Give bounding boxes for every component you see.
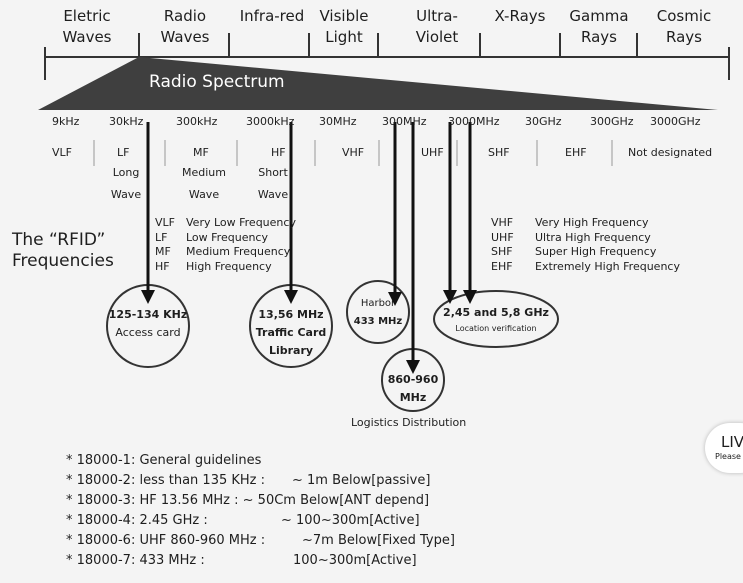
standard-row: * 18000-1: General guidelines bbox=[66, 453, 262, 468]
band-label: X-Rays bbox=[494, 7, 546, 25]
band-label: Ultra- bbox=[416, 7, 458, 25]
band-label: Rays bbox=[666, 28, 702, 46]
standard-row: * 18000-7: 433 MHz :100~300m[Active] bbox=[66, 553, 417, 568]
sub-label: Wave bbox=[257, 188, 289, 201]
freq-label: 30kHz bbox=[109, 115, 144, 128]
band-visible-light: Visible Light bbox=[312, 6, 376, 48]
arrow-heads bbox=[141, 290, 477, 374]
sub-label: Medium bbox=[182, 166, 226, 179]
band-label: Light bbox=[325, 28, 363, 46]
band-infra-red: Infra-red bbox=[232, 6, 312, 27]
circle-line: Traffic Card bbox=[255, 326, 327, 339]
band-label: Waves bbox=[160, 28, 210, 46]
class-vhf: VHF bbox=[342, 146, 365, 159]
freq-label: 300MHz bbox=[382, 115, 427, 128]
freq-label: 30MHz bbox=[319, 115, 357, 128]
freq-label: 9kHz bbox=[52, 115, 80, 128]
standards-list: * 18000-1: General guidelines * 18000-2:… bbox=[66, 451, 455, 571]
spectrum-title: Radio Spectrum bbox=[149, 72, 285, 92]
circle-harbor-text: Harbor 433 MHz bbox=[348, 295, 408, 331]
axis-ticks bbox=[44, 33, 730, 80]
circle-line: 13,56 MHz bbox=[258, 308, 324, 321]
band-label: Cosmic bbox=[656, 7, 712, 25]
mf-subtitle: Medium Wave bbox=[174, 162, 234, 206]
circle-line: Access card bbox=[115, 326, 181, 339]
class-uhf: UHF bbox=[421, 146, 444, 159]
ellipse-ghz bbox=[433, 290, 559, 348]
class-shf: SHF bbox=[488, 146, 510, 159]
logistics-label: Logistics Distribution bbox=[351, 416, 467, 429]
band-label: Violet bbox=[415, 28, 459, 46]
band-gamma-rays: Gamma Rays bbox=[562, 6, 636, 48]
frequency-arrows bbox=[146, 122, 472, 362]
live-badge-title: LIV bbox=[721, 433, 743, 451]
rfid-title-line: The “RFID” bbox=[12, 230, 106, 250]
circle-line: 125-134 KHz bbox=[108, 308, 188, 321]
circle-line: Location verification bbox=[455, 324, 537, 333]
freq-label: 3000MHz bbox=[448, 115, 500, 128]
band-label: Waves bbox=[62, 28, 112, 46]
sub-label: Short bbox=[258, 166, 288, 179]
class-ehf: EHF bbox=[565, 146, 587, 159]
band-label: Radio bbox=[163, 7, 207, 25]
class-lf: LF bbox=[117, 146, 130, 159]
standard-row: * 18000-6: UHF 860-960 MHz :~7m Below[Fi… bbox=[66, 533, 455, 548]
circle-line: Harbor bbox=[360, 298, 396, 309]
band-label: Eletric bbox=[63, 7, 111, 25]
lf-subtitle: Long Wave bbox=[104, 162, 148, 206]
sub-label: Long bbox=[112, 166, 140, 179]
band-radio-waves: Radio Waves bbox=[148, 6, 222, 48]
band-label: Infra-red bbox=[239, 7, 305, 25]
radio-spectrum-wedge bbox=[38, 57, 718, 110]
band-ultra-violet: Ultra- Violet bbox=[398, 6, 476, 48]
class-mf: MF bbox=[193, 146, 209, 159]
live-badge[interactable]: LIV Please bbox=[705, 423, 743, 473]
circle-lf-text: 125-134 KHz Access card bbox=[103, 306, 193, 342]
sub-label: Wave bbox=[110, 188, 142, 201]
sub-label: Wave bbox=[188, 188, 220, 201]
band-label: Rays bbox=[581, 28, 617, 46]
standard-row: * 18000-2: less than 135 KHz :~ 1m Below… bbox=[66, 473, 431, 488]
circle-line: Library bbox=[268, 344, 314, 357]
ellipse-ghz-text: 2,45 and 5,8 GHz Location verification bbox=[436, 305, 556, 337]
circle-line: 433 MHz bbox=[353, 316, 403, 327]
circle-line: 2,45 and 5,8 GHz bbox=[443, 306, 549, 319]
freq-label: 30GHz bbox=[525, 115, 562, 128]
circle-line: 860-960 bbox=[387, 373, 439, 386]
rfid-title: The “RFID” Frequencies bbox=[12, 230, 114, 272]
freq-label: 300GHz bbox=[590, 115, 634, 128]
circle-line: MHz bbox=[399, 391, 427, 404]
freq-label: 3000GHz bbox=[650, 115, 701, 128]
circle-hf-text: 13,56 MHz Traffic Card Library bbox=[246, 306, 336, 360]
standard-row: * 18000-4: 2.45 GHz :~ 100~300m[Active] bbox=[66, 513, 420, 528]
band-label: Gamma bbox=[569, 7, 629, 25]
freq-label: 300kHz bbox=[176, 115, 218, 128]
circle-uhf-text: 860-960 MHz bbox=[383, 371, 443, 407]
band-x-rays: X-Rays bbox=[485, 6, 555, 27]
class-separators bbox=[93, 140, 613, 166]
standard-row: * 18000-3: HF 13.56 MHz : ~ 50Cm Below[A… bbox=[66, 493, 430, 508]
class-vlf: VLF bbox=[52, 146, 72, 159]
circle-harbor bbox=[346, 280, 410, 344]
rfid-title-line: Frequencies bbox=[12, 251, 114, 271]
band-cosmic-rays: Cosmic Rays bbox=[646, 6, 722, 48]
class-hf: HF bbox=[271, 146, 286, 159]
freq-label: 3000kHz bbox=[246, 115, 295, 128]
hf-subtitle: Short Wave bbox=[250, 162, 296, 206]
live-badge-sub: Please bbox=[715, 452, 741, 461]
band-label: Visible bbox=[319, 7, 369, 25]
band-electric-waves: Eletric Waves bbox=[52, 6, 122, 48]
class-not-designated: Not designated bbox=[628, 146, 713, 159]
